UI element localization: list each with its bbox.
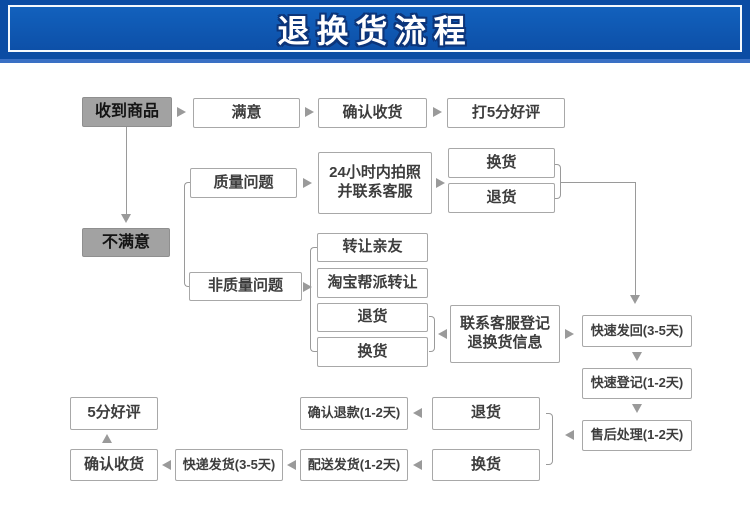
arrow-left-icon [413,408,422,418]
arrow-down-icon [632,404,642,413]
node-return-bottom: 退货 [432,397,540,430]
arrow-right-icon [565,329,574,339]
node-express-ship: 快递发货(3-5天) [175,449,283,481]
node-return-quality: 退货 [448,183,555,213]
bracket-bottom-out [546,413,553,465]
node-fast-sendback: 快速发回(3-5天) [582,315,692,347]
node-confirm-refund: 确认退款(1-2天) [300,397,408,430]
node-contact-service: 联系客服登记 退换货信息 [450,305,560,363]
arrow-left-icon [162,460,171,470]
node-exchange-bottom: 换货 [432,449,540,481]
arrow-right-icon [177,107,186,117]
bracket-nonquality-options [310,247,317,352]
node-confirm-receipt-top: 确认收货 [318,98,427,128]
node-delivery-ship: 配送发货(1-2天) [300,449,408,481]
arrow-right-icon [303,282,312,292]
arrow-right-icon [303,178,312,188]
node-aftersales: 售后处理(1-2天) [582,420,692,451]
node-satisfied: 满意 [193,98,300,128]
node-exchange-quality: 换货 [448,148,555,178]
arrow-left-icon [438,329,447,339]
page-title: 退换货流程 [277,12,473,49]
node-transfer-friends: 转让亲友 [317,233,428,262]
arrow-down-icon [630,295,640,304]
bracket-issues [184,182,191,287]
node-non-quality-issue: 非质量问题 [189,272,302,301]
arrow-down-icon [632,352,642,361]
arrow-left-icon [565,430,574,440]
node-five-star-top: 打5分好评 [447,98,565,128]
node-taobao-transfer: 淘宝帮派转让 [317,268,428,298]
bracket-nonquality-out [429,316,435,352]
node-unsatisfied: 不满意 [82,228,170,257]
flowchart: 收到商品 满意 确认收货 打5分好评 不满意 质量问题 24小时内拍照 并联系客… [0,63,750,529]
arrow-left-icon [287,460,296,470]
arrow-left-icon [413,460,422,470]
connector-line [126,127,127,215]
connector-line [635,182,636,296]
node-fast-register: 快速登记(1-2天) [582,368,692,399]
node-photo-24h: 24小时内拍照 并联系客服 [318,152,432,214]
arrow-right-icon [436,178,445,188]
arrow-up-icon [102,434,112,443]
node-exchange-nonquality: 换货 [317,337,428,367]
bracket-quality-out [555,164,561,199]
banner: 退换货流程 [0,0,750,59]
connector-line [560,182,636,183]
node-five-star-bottom: 5分好评 [70,397,158,430]
node-confirm-receipt-bottom: 确认收货 [70,449,158,481]
arrow-down-icon [121,214,131,223]
node-received-goods: 收到商品 [82,97,172,127]
node-return-nonquality: 退货 [317,303,428,332]
node-quality-issue: 质量问题 [190,168,297,198]
arrow-right-icon [305,107,314,117]
banner-bottom-strip [0,59,750,63]
arrow-right-icon [433,107,442,117]
banner-panel: 退换货流程 [8,5,742,52]
